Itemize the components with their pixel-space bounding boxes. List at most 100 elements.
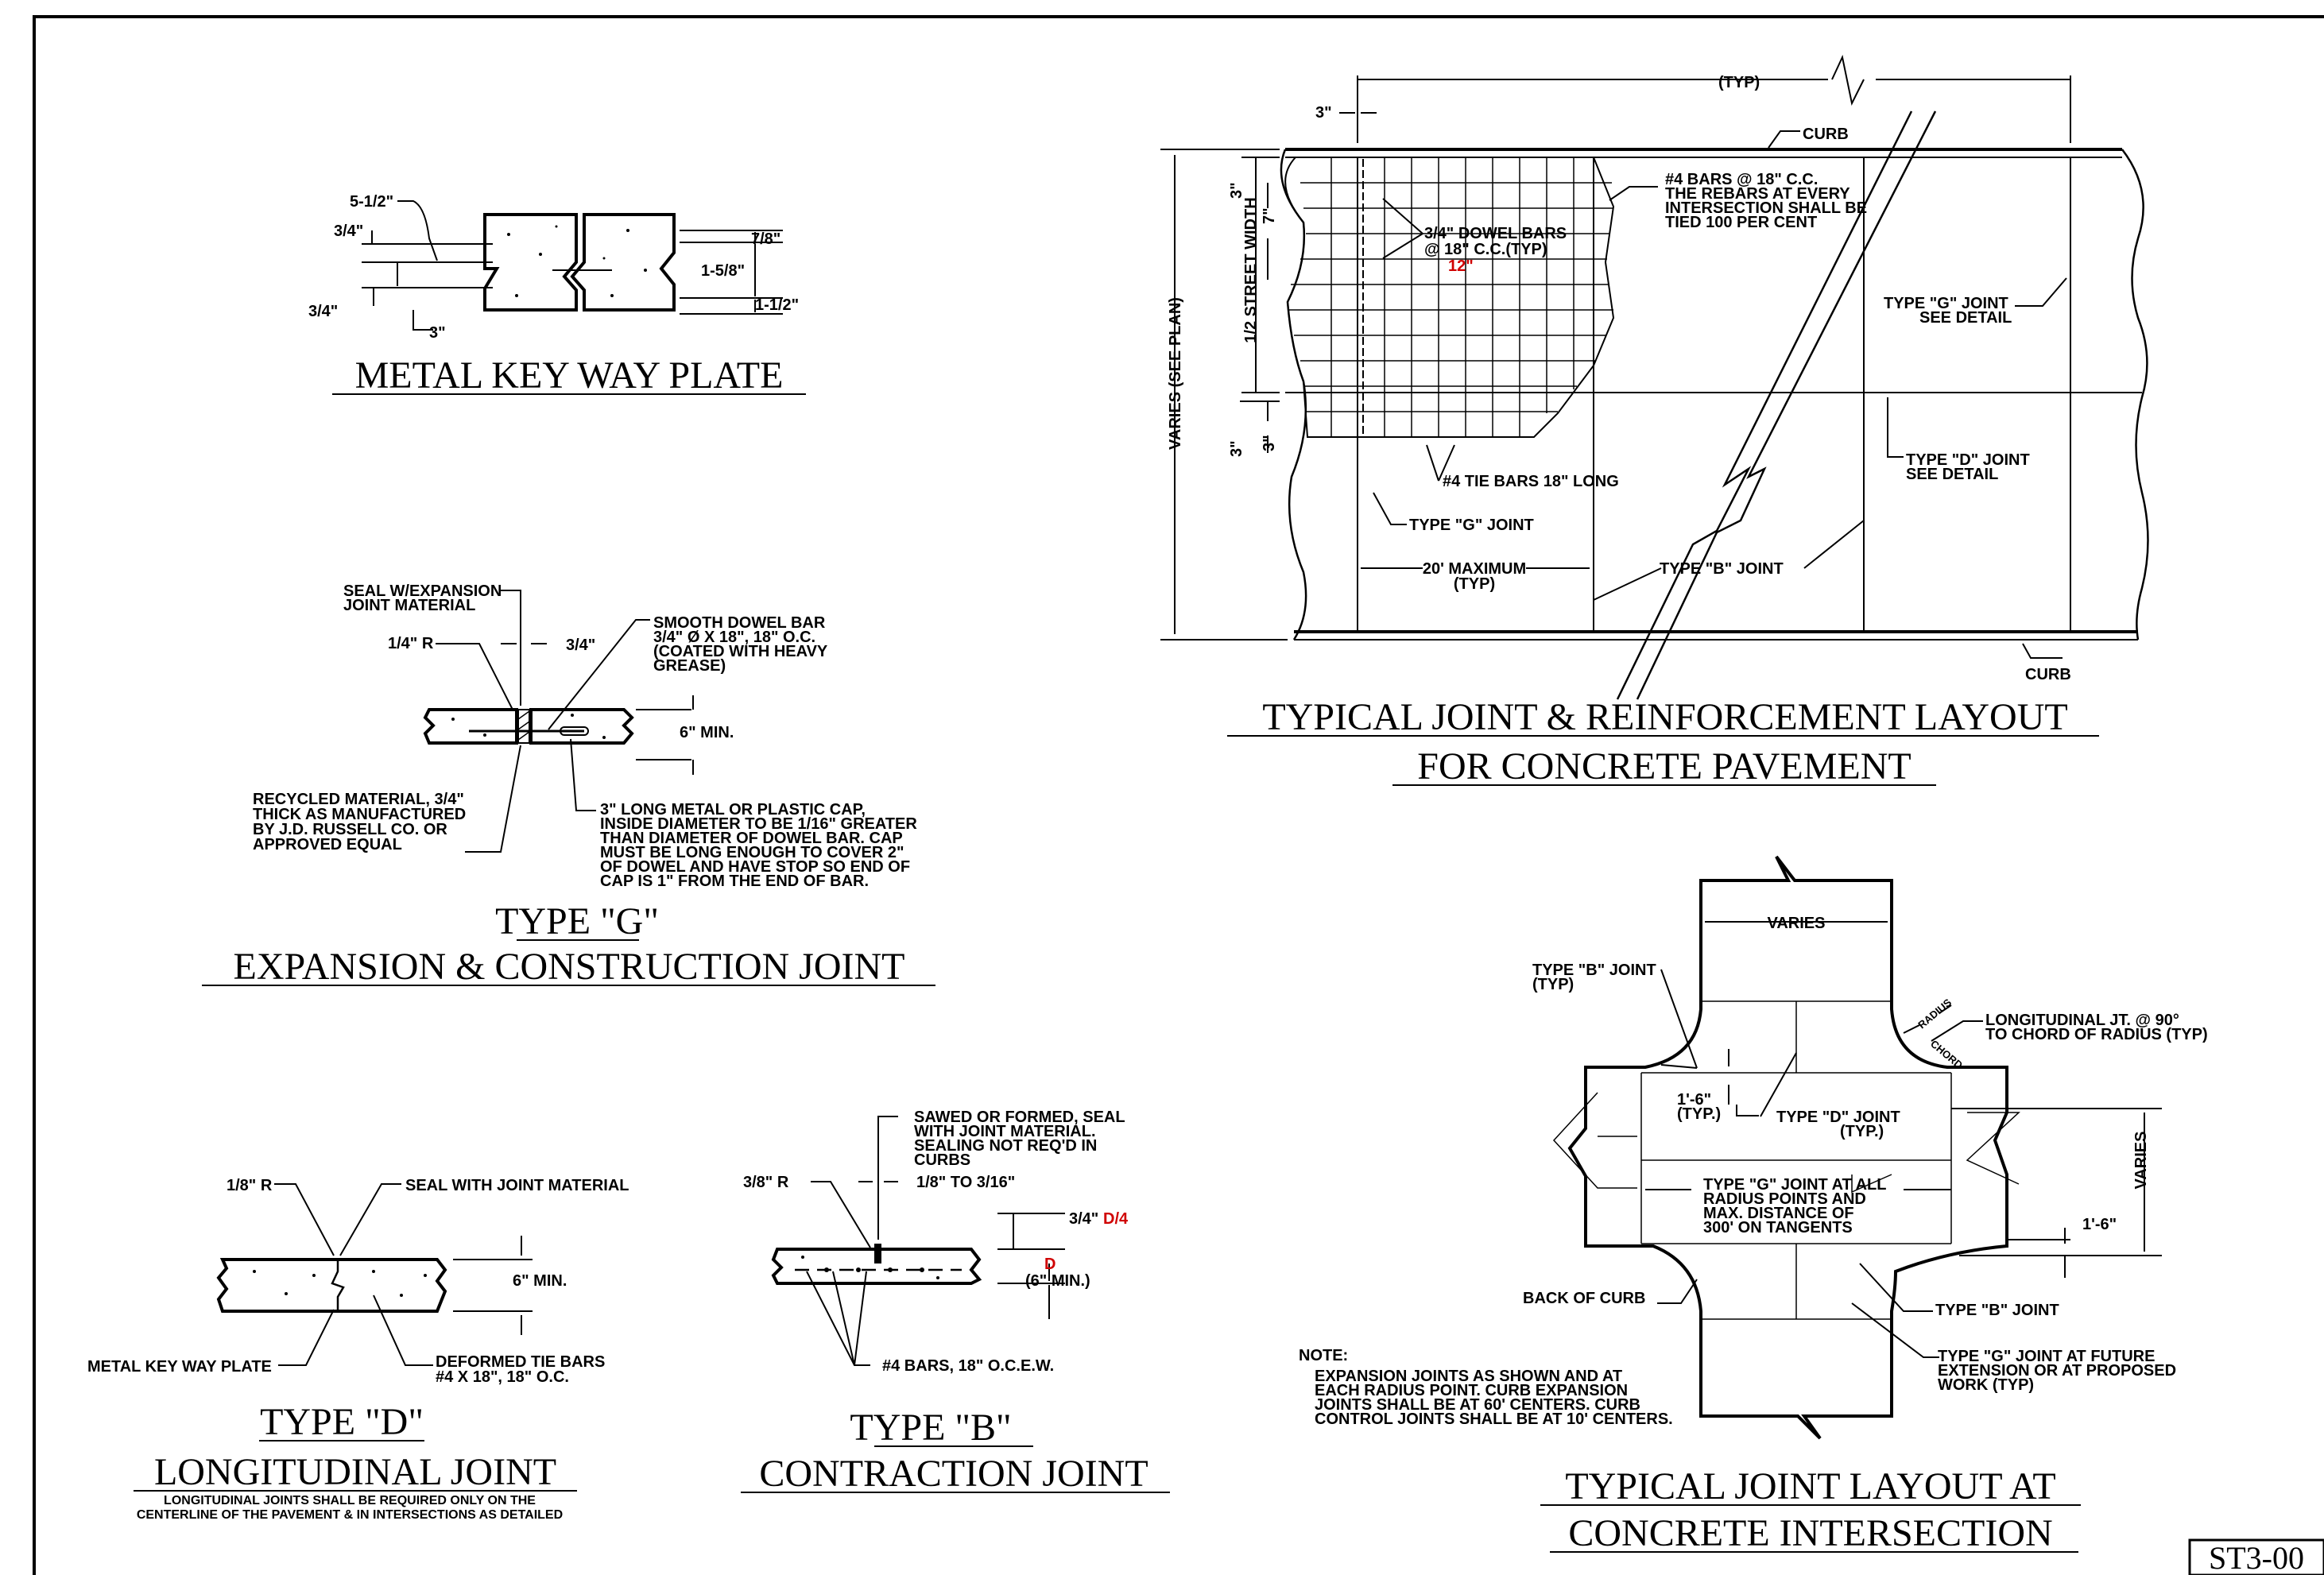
layout-diagonal-break xyxy=(1616,110,1937,700)
type-b-detail: SAWED OR FORMED, SEAL WITH JOINT MATERIA… xyxy=(741,1109,1170,1495)
intersection-type-b-typ-line2: (TYP) xyxy=(1532,976,1574,993)
type-g-cap-line6: CAP IS 1" FROM THE END OF BAR. xyxy=(600,873,869,890)
layout-bars-line4: TIED 100 PER CENT xyxy=(1665,214,1817,231)
type-g-cap-line2: INSIDE DIAMETER TO BE 1/16" GREATER xyxy=(600,815,917,833)
type-d-title-line1: TYPE "D" xyxy=(260,1401,424,1443)
type-b-depth-a: 3/4" xyxy=(1069,1210,1098,1228)
layout-3in-top: 3" xyxy=(1315,104,1332,122)
type-d-tie-line2: #4 X 18", 18" O.C. xyxy=(436,1368,569,1386)
keyway-dim-3-4-top: 3/4" xyxy=(334,223,363,240)
type-g-dowel-line4: GREASE) xyxy=(653,657,726,675)
type-g-dowel-line2: 3/4" Ø X 18", 18" O.C. xyxy=(653,629,815,646)
layout-type-g-see-line1: TYPE "G" JOINT xyxy=(1884,295,2008,312)
type-g-title-line1: TYPE "G" xyxy=(495,900,659,942)
intersection-type-d-line1: TYPE "D" JOINT xyxy=(1776,1109,1900,1126)
intersection-1-6-typ-line1: 1'-6" xyxy=(1677,1091,1711,1109)
intersection-type-g-line3: MAX. DISTANCE OF xyxy=(1703,1205,1854,1222)
intersection-note-line2: EACH RADIUS POINT. CURB EXPANSION xyxy=(1315,1382,1628,1399)
type-g-detail: SEAL W/EXPANSION JOINT MATERIAL 1/4" R 3… xyxy=(202,582,935,988)
layout-title-line2: FOR CONCRETE PAVEMENT xyxy=(1417,745,1911,788)
layout-3in-left-bottom-a: 3" xyxy=(1228,440,1245,457)
layout-max-line1: 20' MAXIMUM xyxy=(1423,560,1526,578)
layout-typ: (TYP) xyxy=(1718,74,1760,91)
type-d-tie-line1: DEFORMED TIE BARS xyxy=(436,1353,605,1371)
keyway-title: METAL KEY WAY PLATE xyxy=(355,354,784,397)
intersection-type-d-line2: (TYP.) xyxy=(1840,1123,1884,1140)
intersection-radius: RADIUS xyxy=(1915,996,1954,1031)
type-b-sawed-line4: CURBS xyxy=(914,1151,970,1169)
layout-curb-top-label: CURB xyxy=(1803,126,1849,143)
type-b-saw-cut xyxy=(874,1244,881,1263)
type-b-depth-a-red: D/4 xyxy=(1103,1210,1129,1228)
reinforcement-layout: (TYP) 3" CURB #4 BARS @ 18" C.C. THE REB… xyxy=(1160,54,2149,788)
intersection-outline xyxy=(1567,855,2008,1440)
intersection-note-line4: CONTROL JOINTS SHALL BE AT 10' CENTERS. xyxy=(1315,1411,1673,1428)
keyway-dim-1-5-8: 1-5/8" xyxy=(701,262,745,280)
type-g-dowel-line1: SMOOTH DOWEL BAR xyxy=(653,614,826,632)
layout-type-g-see-line2: SEE DETAIL xyxy=(1919,309,2012,327)
layout-bars-line3: INTERSECTION SHALL BE xyxy=(1665,199,1867,217)
type-d-note-line2: CENTERLINE OF THE PAVEMENT & IN INTERSEC… xyxy=(137,1508,563,1522)
type-g-recycled-line2: THICK AS MANUFACTURED xyxy=(253,806,466,823)
type-b-slab xyxy=(771,1248,982,1285)
layout-right-break xyxy=(2121,149,2149,640)
layout-mesh-grid xyxy=(1289,157,1613,437)
intersection-type-g-future-line2: EXTENSION OR AT PROPOSED xyxy=(1938,1362,2176,1380)
type-b-title-line2: CONTRACTION JOINT xyxy=(759,1453,1148,1495)
type-g-seal-line2: JOINT MATERIAL xyxy=(343,597,475,614)
layout-left-break xyxy=(1280,149,1307,640)
layout-half-street: 1/2 STREET WIDTH xyxy=(1242,197,1260,342)
type-b-depth-b: (6" MIN.) xyxy=(1025,1272,1090,1290)
type-b-width: 1/8" TO 3/16" xyxy=(916,1174,1015,1191)
type-d-seal: SEAL WITH JOINT MATERIAL xyxy=(405,1177,629,1194)
type-g-seal-line1: SEAL W/EXPANSION xyxy=(343,582,502,600)
layout-mesh xyxy=(1284,157,1615,438)
layout-3in-left-bottom-b: 3" xyxy=(1261,435,1278,451)
type-b-sawed-line1: SAWED OR FORMED, SEAL xyxy=(914,1109,1125,1126)
type-g-cap-line3: THAN DIAMETER OF DOWEL BAR. CAP xyxy=(600,830,903,847)
type-g-recycled-line4: APPROVED EQUAL xyxy=(253,836,402,853)
type-g-cap xyxy=(560,726,589,736)
intersection-varies-top: VARIES xyxy=(1768,915,1826,932)
layout-tie-bars: #4 TIE BARS 18" LONG xyxy=(1443,473,1619,490)
type-d-depth: 6" MIN. xyxy=(513,1272,567,1290)
intersection-layout: VARIES TYPE "B" JOINT (TYP) RADIUS CHORD… xyxy=(1299,855,2208,1554)
layout-max-line2: (TYP) xyxy=(1454,575,1495,593)
layout-bars-line2: THE REBARS AT EVERY xyxy=(1665,185,1850,203)
type-b-sawed-line3: SEALING NOT REQ'D IN xyxy=(914,1137,1097,1155)
type-g-slab-right xyxy=(529,708,634,745)
keyway-aggregate xyxy=(507,225,647,297)
type-d-keyway: METAL KEY WAY PLATE xyxy=(87,1358,272,1376)
layout-type-d-see-line1: TYPE "D" JOINT xyxy=(1906,451,2030,469)
intersection-note-head: NOTE: xyxy=(1299,1347,1348,1364)
type-b-title-line1: TYPE "B" xyxy=(850,1407,1011,1449)
intersection-1-6-right: 1'-6" xyxy=(2082,1216,2117,1233)
intersection-type-g-line4: 300' ON TANGENTS xyxy=(1703,1219,1853,1236)
intersection-title-line1: TYPICAL JOINT LAYOUT AT xyxy=(1565,1465,2055,1507)
layout-type-d-see-line2: SEE DETAIL xyxy=(1906,466,1998,483)
type-d-detail: 1/8" R SEAL WITH JOINT MATERIAL 6" MIN. … xyxy=(87,1177,629,1522)
keyway-dim-3-4-bottom: 3/4" xyxy=(308,303,338,320)
intersection-type-g-line1: TYPE "G" JOINT AT ALL xyxy=(1703,1176,1886,1194)
keyway-dim-3: 3" xyxy=(429,324,446,342)
intersection-type-g-future-line3: WORK (TYP) xyxy=(1938,1376,2034,1394)
layout-7in: 7" xyxy=(1261,207,1278,224)
type-d-slab xyxy=(216,1258,447,1313)
intersection-title-line2: CONCRETE INTERSECTION xyxy=(1568,1512,2052,1554)
intersection-note-line1: EXPANSION JOINTS AS SHOWN AND AT xyxy=(1315,1368,1622,1385)
type-d-joint xyxy=(331,1260,345,1311)
intersection-varies-right: VARIES xyxy=(2132,1132,2150,1190)
intersection-long-jt-line2: TO CHORD OF RADIUS (TYP) xyxy=(1985,1026,2208,1043)
type-d-note-line1: LONGITUDINAL JOINTS SHALL BE REQUIRED ON… xyxy=(164,1494,536,1507)
layout-bars-line1: #4 BARS @ 18" C.C. xyxy=(1665,171,1818,188)
type-g-depth: 6" MIN. xyxy=(680,724,734,741)
type-d-radius: 1/8" R xyxy=(227,1177,273,1194)
type-g-cap-line1: 3" LONG METAL OR PLASTIC CAP, xyxy=(600,801,866,818)
layout-dowel-red: 12" xyxy=(1448,257,1474,275)
type-b-bars-label: #4 BARS, 18" O.C.E.W. xyxy=(882,1357,1054,1375)
type-g-title-line2: EXPANSION & CONSTRUCTION JOINT xyxy=(234,946,905,988)
type-b-sawed-line2: WITH JOINT MATERIAL. xyxy=(914,1123,1096,1140)
type-g-recycled-line1: RECYCLED MATERIAL, 3/4" xyxy=(253,791,464,808)
type-g-cap-line4: MUST BE LONG ENOUGH TO COVER 2" xyxy=(600,844,904,861)
